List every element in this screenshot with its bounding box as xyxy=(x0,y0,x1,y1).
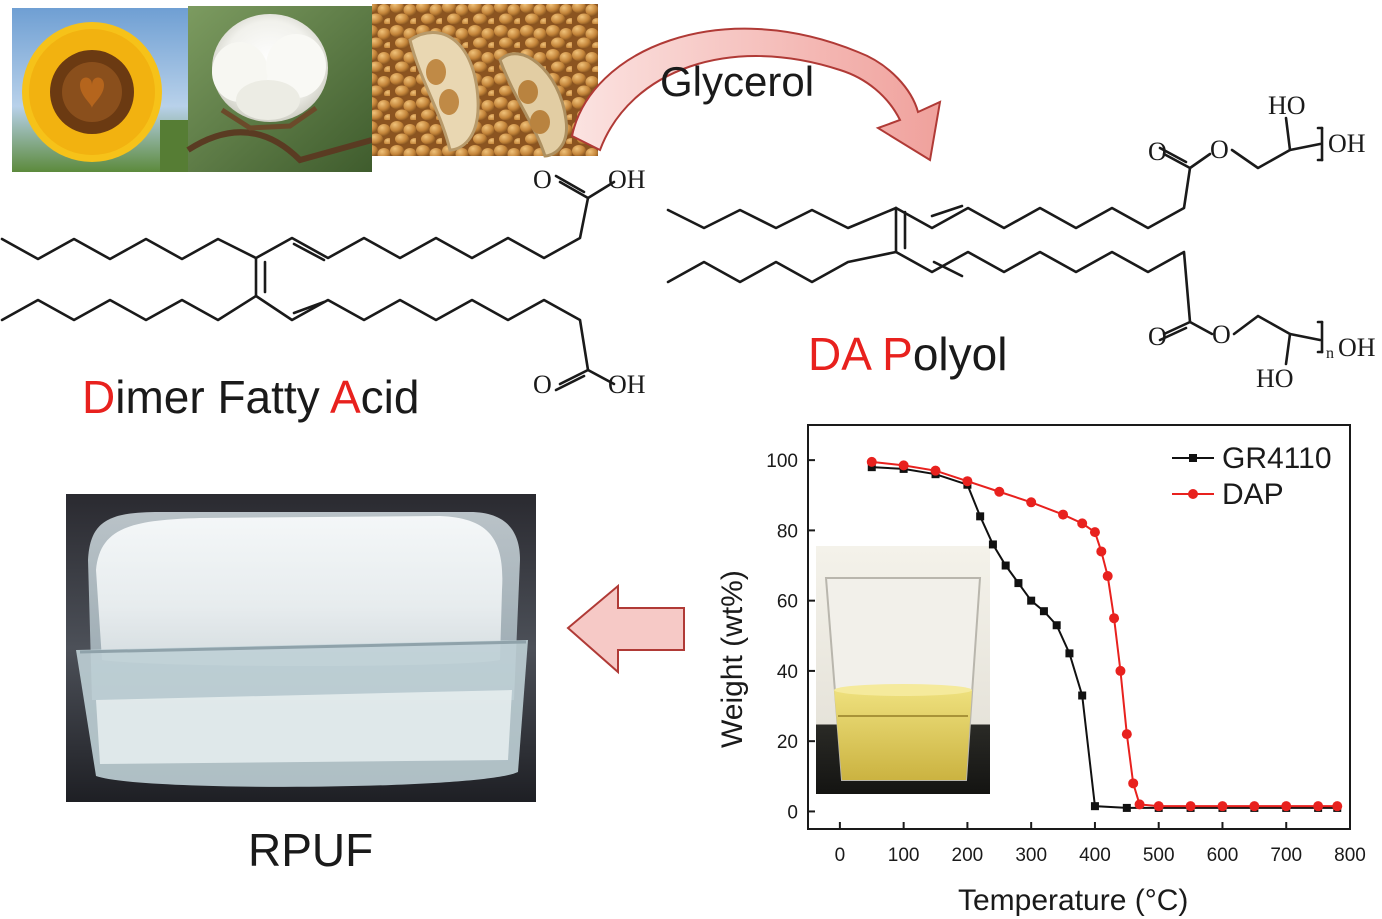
data-point-dap xyxy=(1217,801,1228,812)
data-point-gr4110 xyxy=(1065,649,1074,658)
foam-label: RPUF xyxy=(248,824,373,876)
data-point-dap xyxy=(1313,801,1324,812)
legend-marker-dap xyxy=(1188,489,1198,499)
acid-name-part: cid xyxy=(361,371,420,423)
data-point-dap xyxy=(1096,546,1107,557)
polyol-repeat-n-label: n xyxy=(1326,345,1334,362)
polyol-name-part: P xyxy=(882,328,913,380)
y-axis-ticks: 0 20 40 60 80 100 xyxy=(766,451,815,823)
data-point-gr4110 xyxy=(1014,579,1023,588)
data-point-gr4110 xyxy=(1027,596,1036,605)
x-tick-label: 500 xyxy=(1143,845,1175,866)
acid-oxo-bottom-label: O xyxy=(533,370,552,399)
data-point-dap xyxy=(1121,729,1132,740)
data-point-dap xyxy=(1185,801,1196,812)
data-point-gr4110 xyxy=(1001,561,1010,570)
polyol-ho-top-label: HO xyxy=(1268,91,1306,120)
polyol-oh-top-label: OH xyxy=(1328,129,1366,158)
tga-chart: 0 100 200 300 400 500 600 700 800 0 20 40 60 80 100 G… xyxy=(716,424,1366,917)
series-layer xyxy=(866,456,1343,812)
acid-name-part: imer Fatty xyxy=(115,371,330,423)
data-point-dap xyxy=(1077,518,1088,529)
acid-name-part: A xyxy=(330,371,361,423)
data-point-gr4110 xyxy=(976,512,985,521)
rpuf-foam-photo xyxy=(66,494,536,802)
polyol-o-top-label: O xyxy=(1210,135,1229,164)
data-point-dap xyxy=(1026,497,1037,508)
dimer-fatty-acid-structure xyxy=(0,174,616,392)
da-polyol-structure xyxy=(666,116,1324,366)
data-point-dap xyxy=(930,465,941,476)
y-tick-label: 40 xyxy=(777,662,798,683)
y-tick-label: 20 xyxy=(777,732,798,753)
data-point-dap xyxy=(1249,801,1260,812)
polyol-oxo-bottom-label: O xyxy=(1148,322,1167,351)
polyol-name-part xyxy=(869,328,882,380)
data-point-dap xyxy=(1058,509,1069,520)
acid-oxo-top-label: O xyxy=(533,165,552,194)
y-tick-label: 80 xyxy=(777,521,798,542)
polyol-oh-bottom-label: OH xyxy=(1338,333,1376,362)
polyol-name-part: DA xyxy=(808,328,872,380)
sunflower-photo xyxy=(12,8,188,172)
data-point-dap xyxy=(898,460,909,471)
cotton-photo xyxy=(186,6,373,172)
legend-label-gr4110: GR4110 xyxy=(1222,442,1332,475)
legend: GR4110 DAP xyxy=(1172,442,1332,511)
y-axis-label: Weight (wt%) xyxy=(716,570,749,748)
acid-oh-top-label: OH xyxy=(608,165,646,194)
data-point-dap xyxy=(1102,571,1113,582)
data-point-gr4110 xyxy=(988,540,997,549)
x-tick-label: 400 xyxy=(1079,845,1111,866)
data-point-gr4110 xyxy=(867,463,876,472)
data-point-dap xyxy=(1128,778,1139,789)
acid-oh-bottom-label: OH xyxy=(608,370,646,399)
polyol-o-bottom-label: O xyxy=(1212,320,1231,349)
legend-label-dap: DAP xyxy=(1222,478,1284,511)
acid-name: Dimer Fatty Acid xyxy=(82,371,419,423)
x-tick-label: 0 xyxy=(835,845,846,866)
data-point-dap xyxy=(994,486,1005,497)
legend-marker-gr4110 xyxy=(1189,454,1197,462)
polyol-oxo-top-label: O xyxy=(1148,137,1167,166)
data-point-dap xyxy=(1281,801,1292,812)
data-point-gr4110 xyxy=(1122,803,1131,812)
data-point-dap xyxy=(866,456,877,467)
reagent-label: Glycerol xyxy=(660,58,814,105)
x-axis-ticks: 0 100 200 300 400 500 600 700 800 xyxy=(835,822,1366,866)
flow-arrow-left xyxy=(566,583,685,675)
soybean-photo xyxy=(372,4,598,158)
y-tick-label: 0 xyxy=(787,802,798,823)
data-point-gr4110 xyxy=(1052,621,1061,630)
x-tick-label: 800 xyxy=(1334,845,1366,866)
data-point-dap xyxy=(1332,801,1343,812)
data-point-dap xyxy=(962,476,973,487)
series-line-gr4110 xyxy=(871,466,1338,809)
data-point-gr4110 xyxy=(1090,802,1099,811)
acid-name-part: D xyxy=(82,371,115,423)
x-tick-label: 700 xyxy=(1270,845,1302,866)
x-axis-label: Temperature (°C) xyxy=(958,884,1188,917)
data-point-dap xyxy=(1109,613,1120,624)
data-point-gr4110 xyxy=(1039,607,1048,616)
polyol-ho-bottom-label: HO xyxy=(1256,364,1294,393)
y-tick-label: 60 xyxy=(777,592,798,613)
data-point-dap xyxy=(1153,801,1164,812)
polyol-name-part: olyol xyxy=(913,328,1008,380)
data-point-dap xyxy=(1115,665,1126,676)
x-tick-label: 300 xyxy=(1015,845,1047,866)
x-tick-label: 600 xyxy=(1207,845,1239,866)
x-tick-label: 100 xyxy=(888,845,920,866)
x-tick-label: 200 xyxy=(952,845,984,866)
beaker-photo xyxy=(816,546,990,794)
polyol-name: DA Polyol xyxy=(808,328,1007,380)
y-tick-label: 100 xyxy=(766,451,798,472)
data-point-dap xyxy=(1089,527,1100,538)
reaction-arrow xyxy=(570,27,942,162)
data-point-dap xyxy=(1134,799,1145,810)
data-point-gr4110 xyxy=(1078,691,1087,700)
